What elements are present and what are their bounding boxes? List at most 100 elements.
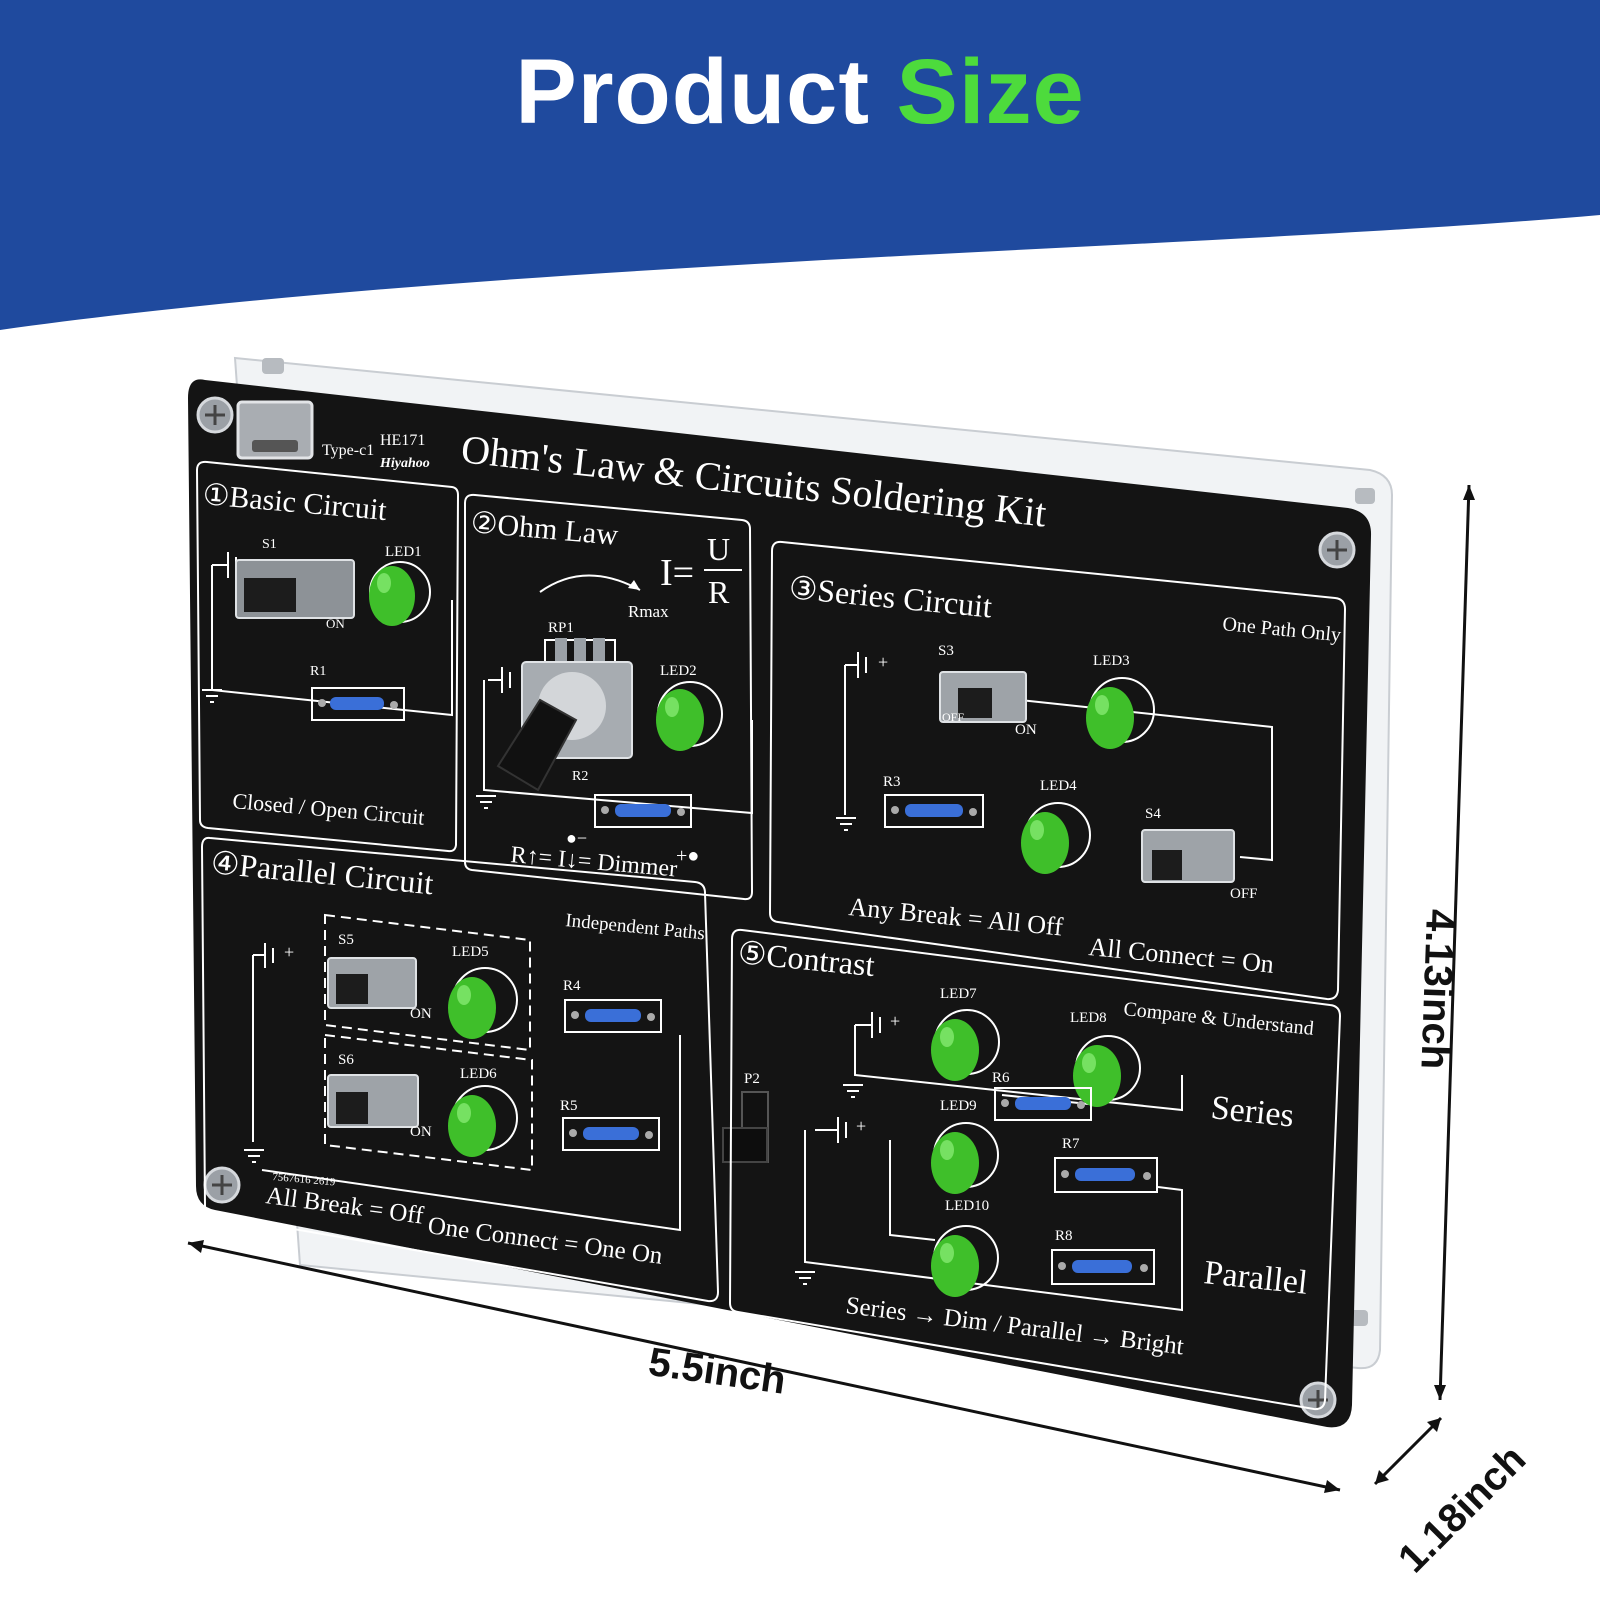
series-label: Series	[1209, 1089, 1296, 1134]
formula-i: I=	[660, 552, 694, 594]
ground-symbol	[476, 795, 496, 809]
s5-label: S5	[338, 932, 354, 948]
slide-switch-s5[interactable]	[327, 957, 417, 1009]
s3-label: S3	[938, 643, 954, 659]
headline-word-size: Size	[896, 41, 1085, 143]
led3-green-led	[1086, 677, 1155, 749]
circuit-trace	[252, 955, 681, 1232]
r1-label: R1	[310, 664, 326, 679]
terminal-minus: ●−	[566, 828, 587, 848]
switch-on-label: ON	[410, 1006, 432, 1022]
led8-label: LED8	[1070, 1010, 1107, 1026]
potentiometer-rp1[interactable]	[496, 638, 633, 792]
led3-label: LED3	[1093, 653, 1130, 669]
r7-label: R7	[1062, 1136, 1080, 1152]
rmax-label: Rmax	[628, 602, 669, 621]
height-dimension-line	[1434, 484, 1475, 1401]
r5-label: R5	[560, 1098, 578, 1114]
screw-icon	[203, 1166, 241, 1204]
led4-label: LED4	[1040, 778, 1077, 794]
resistor-r4	[564, 999, 662, 1033]
led5-label: LED5	[452, 944, 489, 960]
battery-symbol	[253, 943, 274, 968]
resistor-r7	[1054, 1157, 1158, 1193]
section-border	[200, 836, 720, 1303]
section-ohm-law: ②Ohm Law I= U R Rmax RP1 LED2	[464, 493, 754, 901]
spacer-post	[262, 358, 284, 374]
s4-label: S4	[1145, 806, 1161, 822]
s1-label: S1	[262, 537, 277, 552]
slide-switch-s3[interactable]	[939, 671, 1027, 723]
p2-label: P2	[744, 1071, 760, 1087]
led4-green-led	[1021, 802, 1091, 874]
section-border	[728, 928, 1342, 1411]
formula-u: U	[707, 531, 730, 567]
resistor-r2	[594, 794, 692, 828]
depth-dimension-line	[1373, 1416, 1443, 1486]
led2-green-led	[656, 681, 723, 751]
section-border	[768, 540, 1347, 1001]
led9-green-led	[931, 1122, 999, 1194]
led1-label: LED1	[385, 544, 422, 560]
terminal-plus: +●	[676, 845, 699, 867]
section-border	[464, 493, 754, 901]
rotation-arrow	[539, 574, 641, 593]
screw-icon	[196, 396, 234, 434]
slide-switch-s4[interactable]	[1141, 829, 1235, 883]
rp1-label: RP1	[548, 620, 574, 636]
banner-shape	[0, 0, 1600, 330]
section-border	[195, 460, 460, 853]
screw-icon	[1299, 1381, 1337, 1419]
ground-symbol	[795, 1271, 815, 1285]
height-dimension-label: 4.13inch	[1412, 908, 1462, 1070]
led7-green-led	[931, 1009, 1000, 1081]
arrow-head	[628, 580, 640, 590]
r2-label: R2	[572, 769, 588, 784]
resistor-r1	[311, 687, 405, 721]
battery-symbol	[212, 552, 245, 578]
width-dimension-line	[187, 1240, 1341, 1493]
switch-off-label: OFF	[942, 710, 964, 724]
screw-icon	[1318, 531, 1356, 569]
section-parallel-circuit: ④Parallel Circuit Independent Paths + S5…	[200, 836, 720, 1303]
led5-green-led	[448, 967, 518, 1039]
model-label: HE171	[380, 432, 425, 449]
header-banner	[0, 0, 1600, 330]
dashed-box	[324, 913, 531, 1052]
battery-symbol	[845, 652, 867, 678]
battery-symbol	[855, 1012, 881, 1038]
formula-r: R	[708, 574, 730, 610]
battery-symbol	[488, 667, 511, 693]
r4-label: R4	[563, 978, 581, 994]
spacer-post	[1355, 488, 1375, 504]
battery-plus: +	[878, 652, 888, 672]
ground-symbol	[836, 817, 856, 831]
dashed-box	[324, 1033, 533, 1172]
led7-label: LED7	[940, 986, 977, 1002]
board-surface	[188, 379, 1372, 1428]
battery-plus: +	[890, 1011, 900, 1031]
led6-green-led	[448, 1085, 518, 1157]
r3-label: R3	[883, 774, 901, 790]
headline: Product Size	[0, 40, 1600, 145]
slide-switch-s6[interactable]	[327, 1074, 419, 1128]
headline-word-product: Product	[515, 41, 870, 143]
ground-symbol	[202, 689, 222, 703]
r8-label: R8	[1055, 1228, 1073, 1244]
r6-label: R6	[992, 1070, 1010, 1086]
resistor-r5	[562, 1117, 660, 1151]
led6-label: LED6	[460, 1066, 497, 1082]
led1-green-led	[369, 561, 431, 626]
circuit-trace	[483, 680, 753, 815]
switch-on-label: ON	[410, 1124, 432, 1140]
led10-green-led	[931, 1225, 999, 1297]
port-label: Type-c1	[322, 442, 374, 459]
resistor-r3	[884, 794, 984, 828]
slide-switch-s1[interactable]	[235, 559, 355, 619]
circuit-trace	[844, 665, 1273, 862]
battery-symbol	[815, 1117, 847, 1143]
resistor-r8	[1051, 1249, 1155, 1285]
brand-logo: Hiyahoo	[379, 456, 430, 471]
